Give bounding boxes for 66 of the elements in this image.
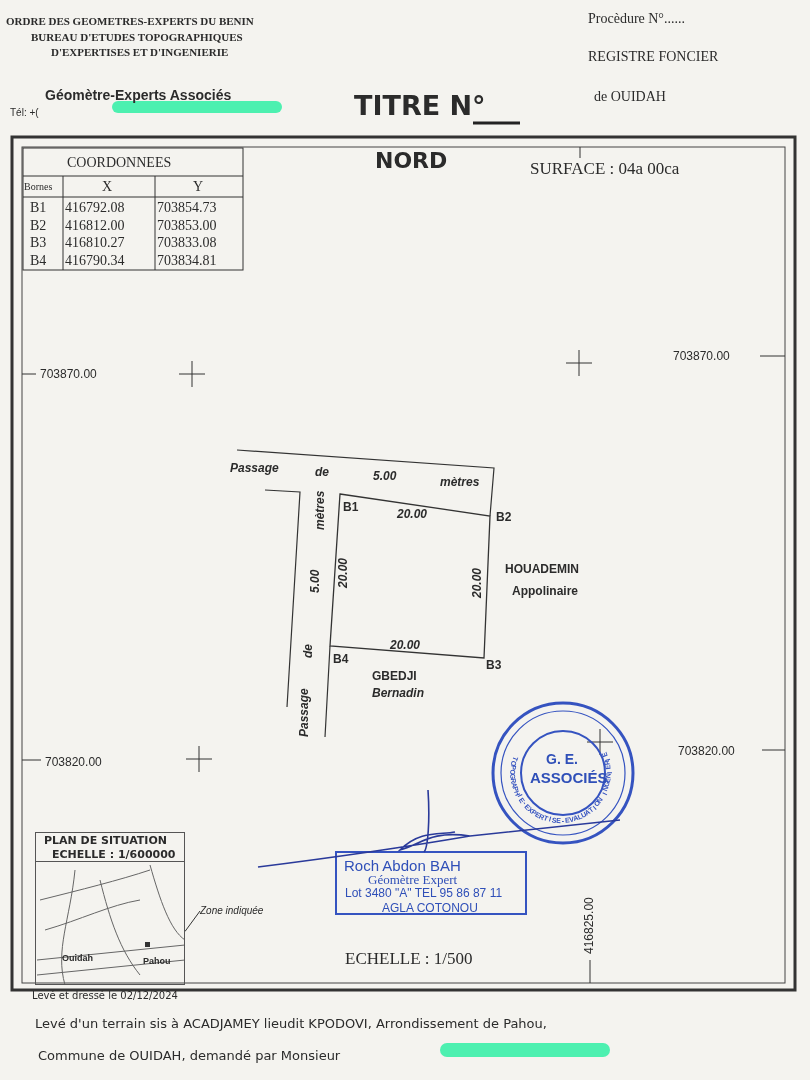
road-label: de <box>315 466 329 478</box>
dimension-text: 20.00 <box>390 639 421 651</box>
stamp-text: Lot 3480 "A" TEL 95 86 87 11 <box>345 887 503 899</box>
marker-id: B3 <box>30 236 47 250</box>
road-label: 5.00 <box>373 470 397 482</box>
marker-id: B1 <box>30 201 47 215</box>
road-label: mètres <box>440 476 480 488</box>
coordinate-value: 416812.00 <box>65 218 125 233</box>
column-header: X <box>102 180 113 194</box>
coordinate-value: 703854.73 <box>157 201 217 215</box>
place-name: Pahou <box>143 957 171 966</box>
title-text: TITRE N° <box>354 92 486 119</box>
stamp-text: Géomètre Expert <box>368 873 458 886</box>
marker-id: B4 <box>30 253 47 268</box>
grid-coordinate: 703870.00 <box>673 350 730 362</box>
neighbour-name: Bernadin <box>372 687 424 699</box>
dimension-text: 20.00 <box>397 508 428 520</box>
coordinate-value: 703853.00 <box>157 218 217 233</box>
neighbour-name: HOUADEMIN <box>505 563 579 575</box>
header-text: D'EXPERTISES ET D'INGENIERIE <box>51 47 229 58</box>
boundary-marker-label: B4 <box>333 653 349 665</box>
grid-coordinate: 703870.00 <box>40 368 97 380</box>
road-label: 5.00 <box>309 569 321 593</box>
grid-coordinate: 703820.00 <box>678 745 735 757</box>
stamp-text: Roch Abdon BAH <box>344 858 461 873</box>
surface-text: SURFACE : 04a 00ca <box>530 160 680 177</box>
marker-id: B2 <box>30 218 47 233</box>
place-name: Ouidah <box>62 954 93 963</box>
callout-label: Zone indiquée <box>200 906 264 916</box>
road-label: mètres <box>314 490 326 530</box>
coordinate-value: 703833.08 <box>157 236 217 250</box>
north-label: NORD <box>375 150 448 172</box>
phone-text: Tél: +( <box>10 108 39 118</box>
road-label: Passage <box>298 688 310 737</box>
coordinate-value: 703834.81 <box>157 253 217 268</box>
header-text: Géomètre-Experts Associés <box>45 88 232 102</box>
dimension-text: 20.00 <box>337 557 349 588</box>
road-label: Passage <box>230 462 279 474</box>
register-text: REGISTRE FONCIER <box>588 50 719 64</box>
coordinate-value: 416790.34 <box>65 253 125 268</box>
description-text: Levé d'un terrain sis à ACADJAMEY lieudit KPODOVI, Arrondissement de Pahou, <box>35 1017 547 1030</box>
stamp-text: AGLA COTONOU <box>382 902 478 914</box>
table-title: COORDONNEES <box>67 156 172 170</box>
boundary-marker-label: B2 <box>496 511 512 523</box>
grid-coordinate: 703820.00 <box>45 756 102 768</box>
road-label: de <box>302 644 314 658</box>
neighbour-name: Appolinaire <box>512 585 578 597</box>
register-text: de OUIDAH <box>594 90 666 104</box>
dimension-text: 20.00 <box>471 567 483 598</box>
boundary-marker-label: B3 <box>486 659 502 671</box>
procedure-text: Procèdure N°...... <box>588 12 685 26</box>
inset-title: PLAN DE SITUATION <box>44 835 168 846</box>
coordinate-value: 416792.08 <box>65 201 125 215</box>
inset-map-frame <box>35 832 185 985</box>
coordinate-value: 416810.27 <box>65 236 125 250</box>
grid-coordinate: 416825.00 <box>583 897 595 954</box>
description-text: Commune de OUIDAH, demandé par Monsieur <box>38 1049 341 1062</box>
boundary-marker-label: B1 <box>343 501 359 513</box>
neighbour-name: GBEDJI <box>372 670 417 682</box>
column-header: Y <box>193 180 204 194</box>
header-text: ORDRE DES GEOMETRES-EXPERTS DU BENIN <box>6 16 254 27</box>
header-text: BUREAU D'ETUDES TOPOGRAPHIQUES <box>31 32 243 43</box>
scale-text: ECHELLE : 1/500 <box>345 950 473 967</box>
inset-scale: ECHELLE : 1/600000 <box>52 849 176 860</box>
leader-line <box>184 910 201 932</box>
column-header: Bornes <box>24 182 53 192</box>
